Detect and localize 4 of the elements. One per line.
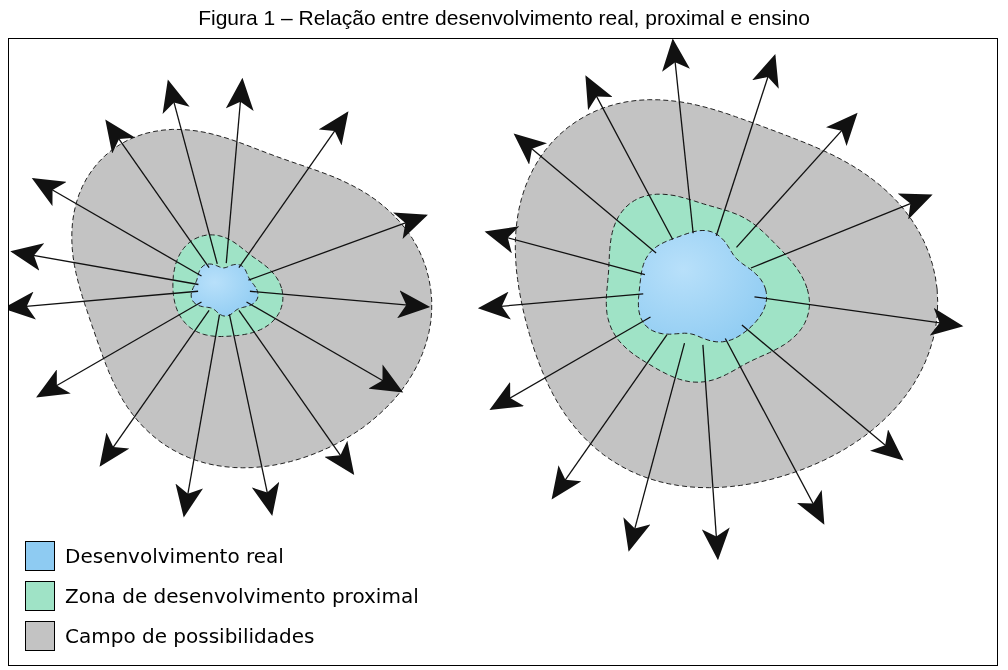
legend-label: Zona de desenvolvimento proximal [65,584,419,608]
legend-label: Campo de possibilidades [65,624,315,648]
legend-label: Desenvolvimento real [65,544,284,568]
figure-title: Figura 1 – Relação entre desenvolvimento real, proximal e ensino [197,6,811,30]
